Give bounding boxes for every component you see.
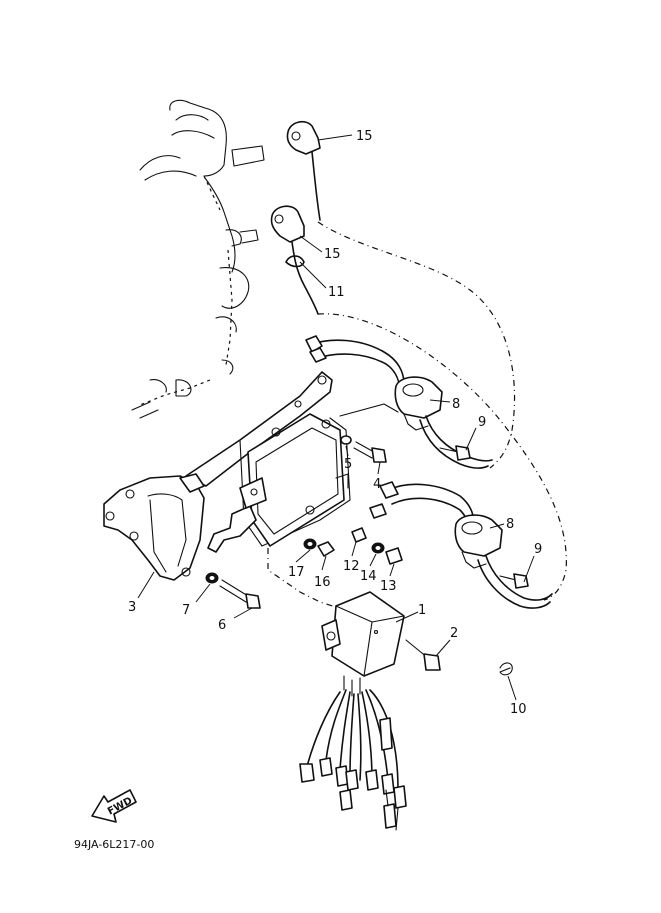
leader-lines	[137, 134, 535, 701]
callout-14: 14	[360, 569, 377, 584]
bracket-housing	[103, 473, 205, 581]
callout-10: 10	[510, 702, 527, 717]
callout-15-lower: 15	[324, 247, 341, 262]
callout-17: 17	[288, 565, 305, 580]
spark-plug-cap-upper	[286, 120, 321, 221]
callout-6: 6	[218, 618, 226, 633]
callout-9-lower: 9	[534, 542, 542, 557]
callout-16: 16	[314, 575, 331, 590]
callout-15-upper: 15	[356, 129, 373, 144]
callout-1: 1	[418, 603, 426, 618]
clip-10	[499, 662, 513, 676]
callout-11: 11	[328, 285, 345, 300]
callout-8-lower: 8	[506, 517, 514, 532]
mounting-bracket	[185, 371, 351, 553]
washer-12	[351, 527, 367, 543]
screw-13	[385, 547, 403, 565]
cord-routing-line-1	[317, 221, 516, 469]
washer-5	[340, 435, 352, 445]
callout-9-upper: 9	[478, 415, 486, 430]
cdi-unit	[321, 591, 405, 697]
bolt-9-lower	[499, 573, 529, 589]
callout-13: 13	[380, 579, 397, 594]
bolt-9-upper	[439, 445, 471, 461]
screw-16	[317, 541, 335, 557]
fwd-arrow: FWD	[91, 789, 137, 823]
cord-routing-line-2	[317, 313, 567, 601]
callout-7: 7	[182, 603, 190, 618]
bolt-6	[219, 579, 261, 609]
callout-3: 3	[128, 600, 136, 615]
callout-4: 4	[373, 477, 381, 492]
callout-5: 5	[344, 457, 352, 472]
drawing-code: 94JA-6L217-00	[74, 838, 154, 851]
callout-8-upper: 8	[452, 397, 460, 412]
spark-plug-cap-lower	[270, 205, 305, 243]
callout-2: 2	[450, 626, 458, 641]
ignition-coil-lower	[369, 481, 553, 609]
bolt-4	[353, 441, 387, 463]
cdi-wire-harness	[299, 689, 407, 831]
washer-14	[371, 542, 385, 554]
bolt-2	[405, 639, 441, 671]
cord-routing-line-3	[267, 548, 346, 611]
engine-head-outline	[131, 99, 265, 419]
high-tension-cord	[285, 241, 319, 315]
washer-7	[205, 572, 219, 584]
washer-17	[303, 538, 317, 550]
callout-12: 12	[343, 559, 360, 574]
